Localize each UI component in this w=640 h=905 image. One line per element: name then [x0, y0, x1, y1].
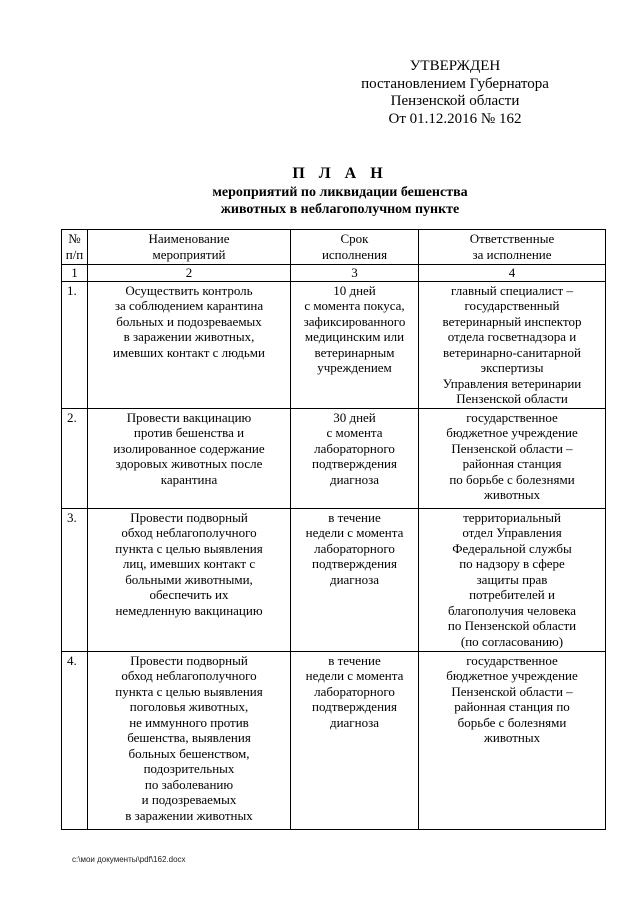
approval-date-number: От 01.12.2016 № 162: [388, 110, 522, 127]
header-responsible: Ответственные за исполнение: [418, 229, 606, 265]
header-number: № п/п: [61, 229, 88, 265]
measures-table: № п/п Наименование мероприятий Срок испо…: [61, 229, 606, 830]
table-header-row: № п/п Наименование мероприятий Срок испо…: [61, 229, 606, 265]
row-term: в течение недели с момента лабораторного…: [290, 650, 419, 830]
table-index-row: 1 2 3 4: [61, 264, 606, 282]
header-name: Наименование мероприятий: [87, 229, 291, 265]
index-cell: 4: [418, 264, 606, 282]
row-number: 3.: [61, 507, 88, 652]
index-cell: 2: [87, 264, 291, 282]
row-number: 4.: [61, 650, 88, 830]
row-measure: Провести подворный обход неблагополучног…: [87, 650, 291, 830]
approval-block: УТВЕРЖДЕН постановлением Губернатора Пен…: [330, 58, 580, 128]
row-number: 2.: [61, 407, 88, 509]
table-row: 1. Осуществить контроль за соблюдением к…: [61, 280, 606, 409]
approval-title: УТВЕРЖДЕН: [409, 58, 501, 74]
table-row: 3. Провести подворный обход неблагополуч…: [61, 507, 606, 652]
approval-region: Пензенской области: [390, 93, 520, 109]
row-measure: Осуществить контроль за соблюдением кара…: [87, 280, 291, 409]
row-measure: Провести вакцинацию против бешенства и и…: [87, 407, 291, 509]
row-measure: Провести подворный обход неблагополучног…: [87, 507, 291, 652]
row-number: 1.: [61, 280, 88, 409]
row-responsible: территориальный отдел Управления Федерал…: [418, 507, 606, 652]
row-responsible: главный специалист – государственный вет…: [418, 280, 606, 409]
row-responsible: государственное бюджетное учреждение Пен…: [418, 650, 606, 830]
plan-subtitle: мероприятий по ликвидации бешенства живо…: [212, 185, 468, 217]
row-term: в течение недели с момента лабораторного…: [290, 507, 419, 652]
plan-heading: П Л А Н: [292, 165, 388, 182]
row-term: 10 дней с момента покуса, зафиксированно…: [290, 280, 419, 409]
index-cell: 3: [290, 264, 419, 282]
table-row: 4. Провести подворный обход неблагополуч…: [61, 650, 606, 830]
index-cell: 1: [61, 264, 88, 282]
table-row: 2. Провести вакцинацию против бешенства …: [61, 407, 606, 509]
file-path-footer: c:\мои документы\pdf\162.docx: [72, 855, 186, 864]
header-term: Срок исполнения: [290, 229, 419, 265]
row-responsible: государственное бюджетное учреждение Пен…: [418, 407, 606, 509]
row-term: 30 дней с момента лабораторного подтверж…: [290, 407, 419, 509]
approval-decree: постановлением Губернатора: [361, 75, 549, 92]
